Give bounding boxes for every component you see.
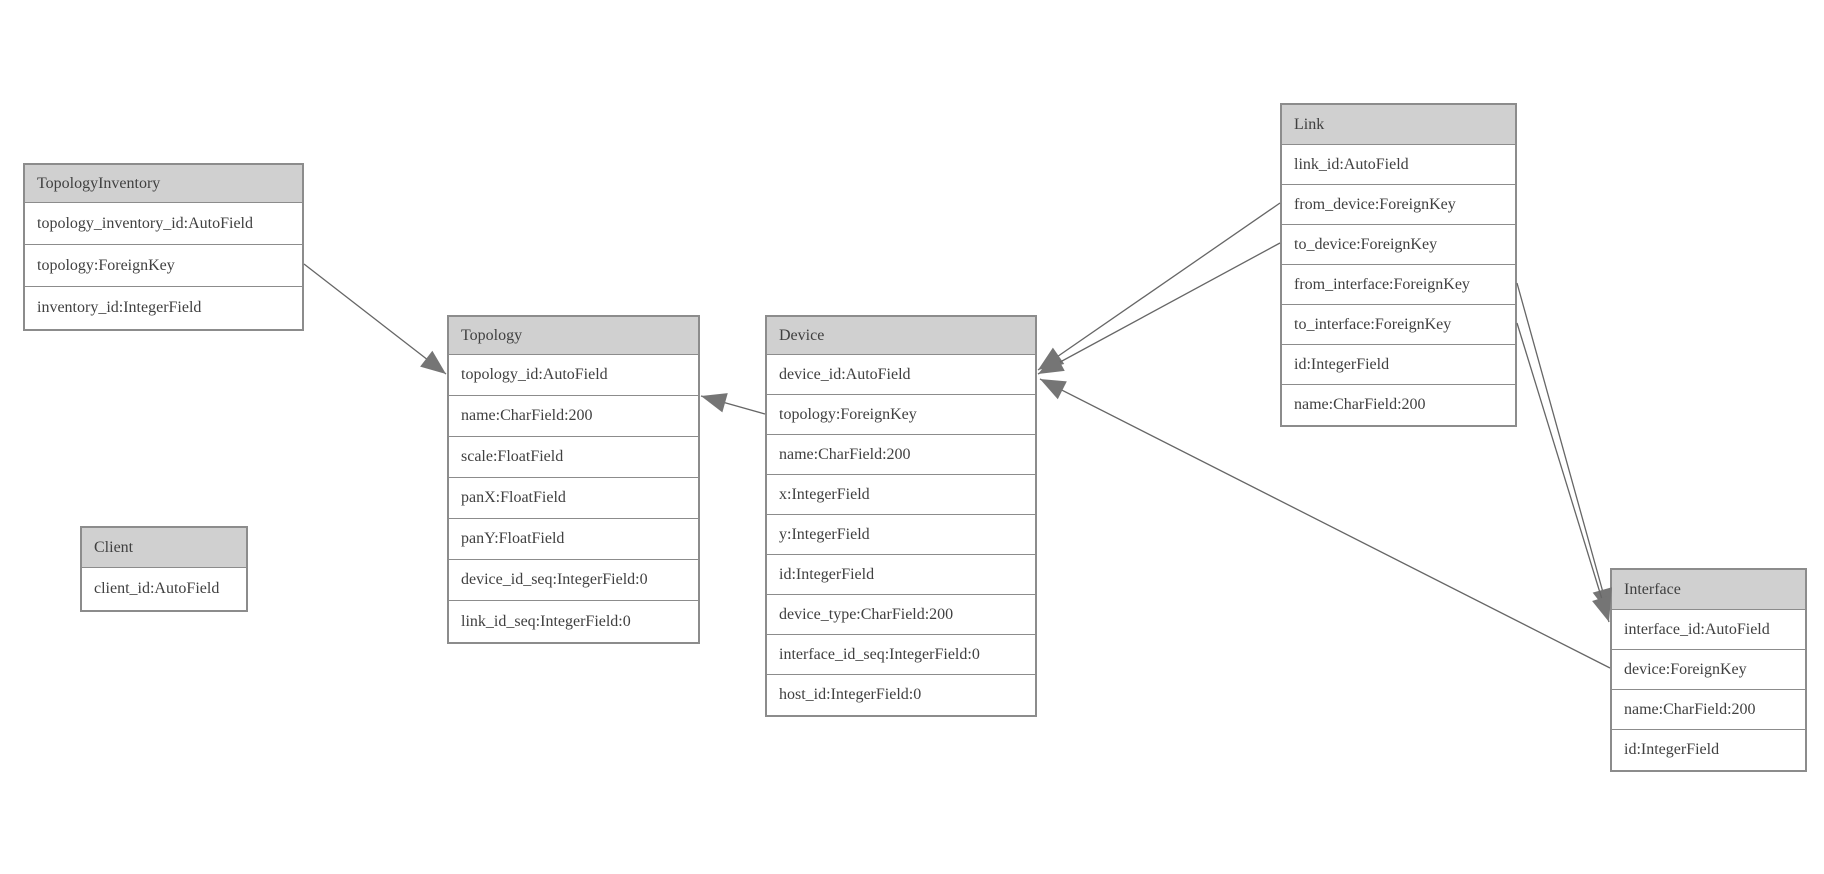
entity-device-field-host_id: host_id:IntegerField:0 (767, 675, 1035, 715)
entity-device-field-device_id: device_id:AutoField (767, 355, 1035, 395)
entity-interface-field-device: device:ForeignKey (1612, 650, 1805, 690)
entity-topology-title: Topology (449, 317, 698, 355)
entity-interface-field-interface_id: interface_id:AutoField (1612, 610, 1805, 650)
entity-device-field-x: x:IntegerField (767, 475, 1035, 515)
entity-link-field-id: id:IntegerField (1282, 345, 1515, 385)
entity-link-field-to_device: to_device:ForeignKey (1282, 225, 1515, 265)
entity-device-field-topology: topology:ForeignKey (767, 395, 1035, 435)
entity-topologyinventory-title: TopologyInventory (25, 165, 302, 203)
entity-device-field-name: name:CharField:200 (767, 435, 1035, 475)
entity-topology-field-panY: panY:FloatField (449, 519, 698, 560)
relation-link-to_interface-to-interface-interface_id (1516, 322, 1612, 623)
entity-link-field-to_interface: to_interface:ForeignKey (1282, 305, 1515, 345)
entity-client-field-client_id: client_id:AutoField (82, 568, 246, 610)
entity-link-field-from_interface: from_interface:ForeignKey (1282, 265, 1515, 305)
relation-link-from_interface-to-interface-interface_id (1516, 282, 1612, 615)
entity-link-title: Link (1282, 105, 1515, 145)
entity-interface-field-name: name:CharField:200 (1612, 690, 1805, 730)
entity-topologyinventory-field-inventory_id: inventory_id:IntegerField (25, 287, 302, 329)
entity-link-field-name: name:CharField:200 (1282, 385, 1515, 425)
entity-link-field-from_device: from_device:ForeignKey (1282, 185, 1515, 225)
entity-device-title: Device (767, 317, 1035, 355)
entity-topology-field-panX: panX:FloatField (449, 478, 698, 519)
relation-device-topology-to-topology-topology_id (700, 393, 766, 415)
entity-topology-field-name: name:CharField:200 (449, 396, 698, 437)
relation-link-to_device-to-device-device_id (1037, 242, 1281, 375)
entity-device-field-interface_id_seq: interface_id_seq:IntegerField:0 (767, 635, 1035, 675)
entity-interface-title: Interface (1612, 570, 1805, 610)
entity-topologyinventory-field-topology_inventory_id: topology_inventory_id:AutoField (25, 203, 302, 245)
relation-link-from_device-to-device-device_id (1037, 202, 1281, 371)
entity-topology-field-scale: scale:FloatField (449, 437, 698, 478)
entity-client-title: Client (82, 528, 246, 568)
relation-topologyinventory-topology-to-topology-topology_id (303, 263, 447, 375)
entity-device-field-device_type: device_type:CharField:200 (767, 595, 1035, 635)
entity-topologyinventory-field-topology: topology:ForeignKey (25, 245, 302, 287)
entity-device-field-y: y:IntegerField (767, 515, 1035, 555)
entity-topology-field-link_id_seq: link_id_seq:IntegerField:0 (449, 601, 698, 642)
entity-device-field-id: id:IntegerField (767, 555, 1035, 595)
entity-topology-field-device_id_seq: device_id_seq:IntegerField:0 (449, 560, 698, 601)
entity-link-field-link_id: link_id:AutoField (1282, 145, 1515, 185)
entity-topology-field-topology_id: topology_id:AutoField (449, 355, 698, 396)
entity-interface-field-id: id:IntegerField (1612, 730, 1805, 770)
